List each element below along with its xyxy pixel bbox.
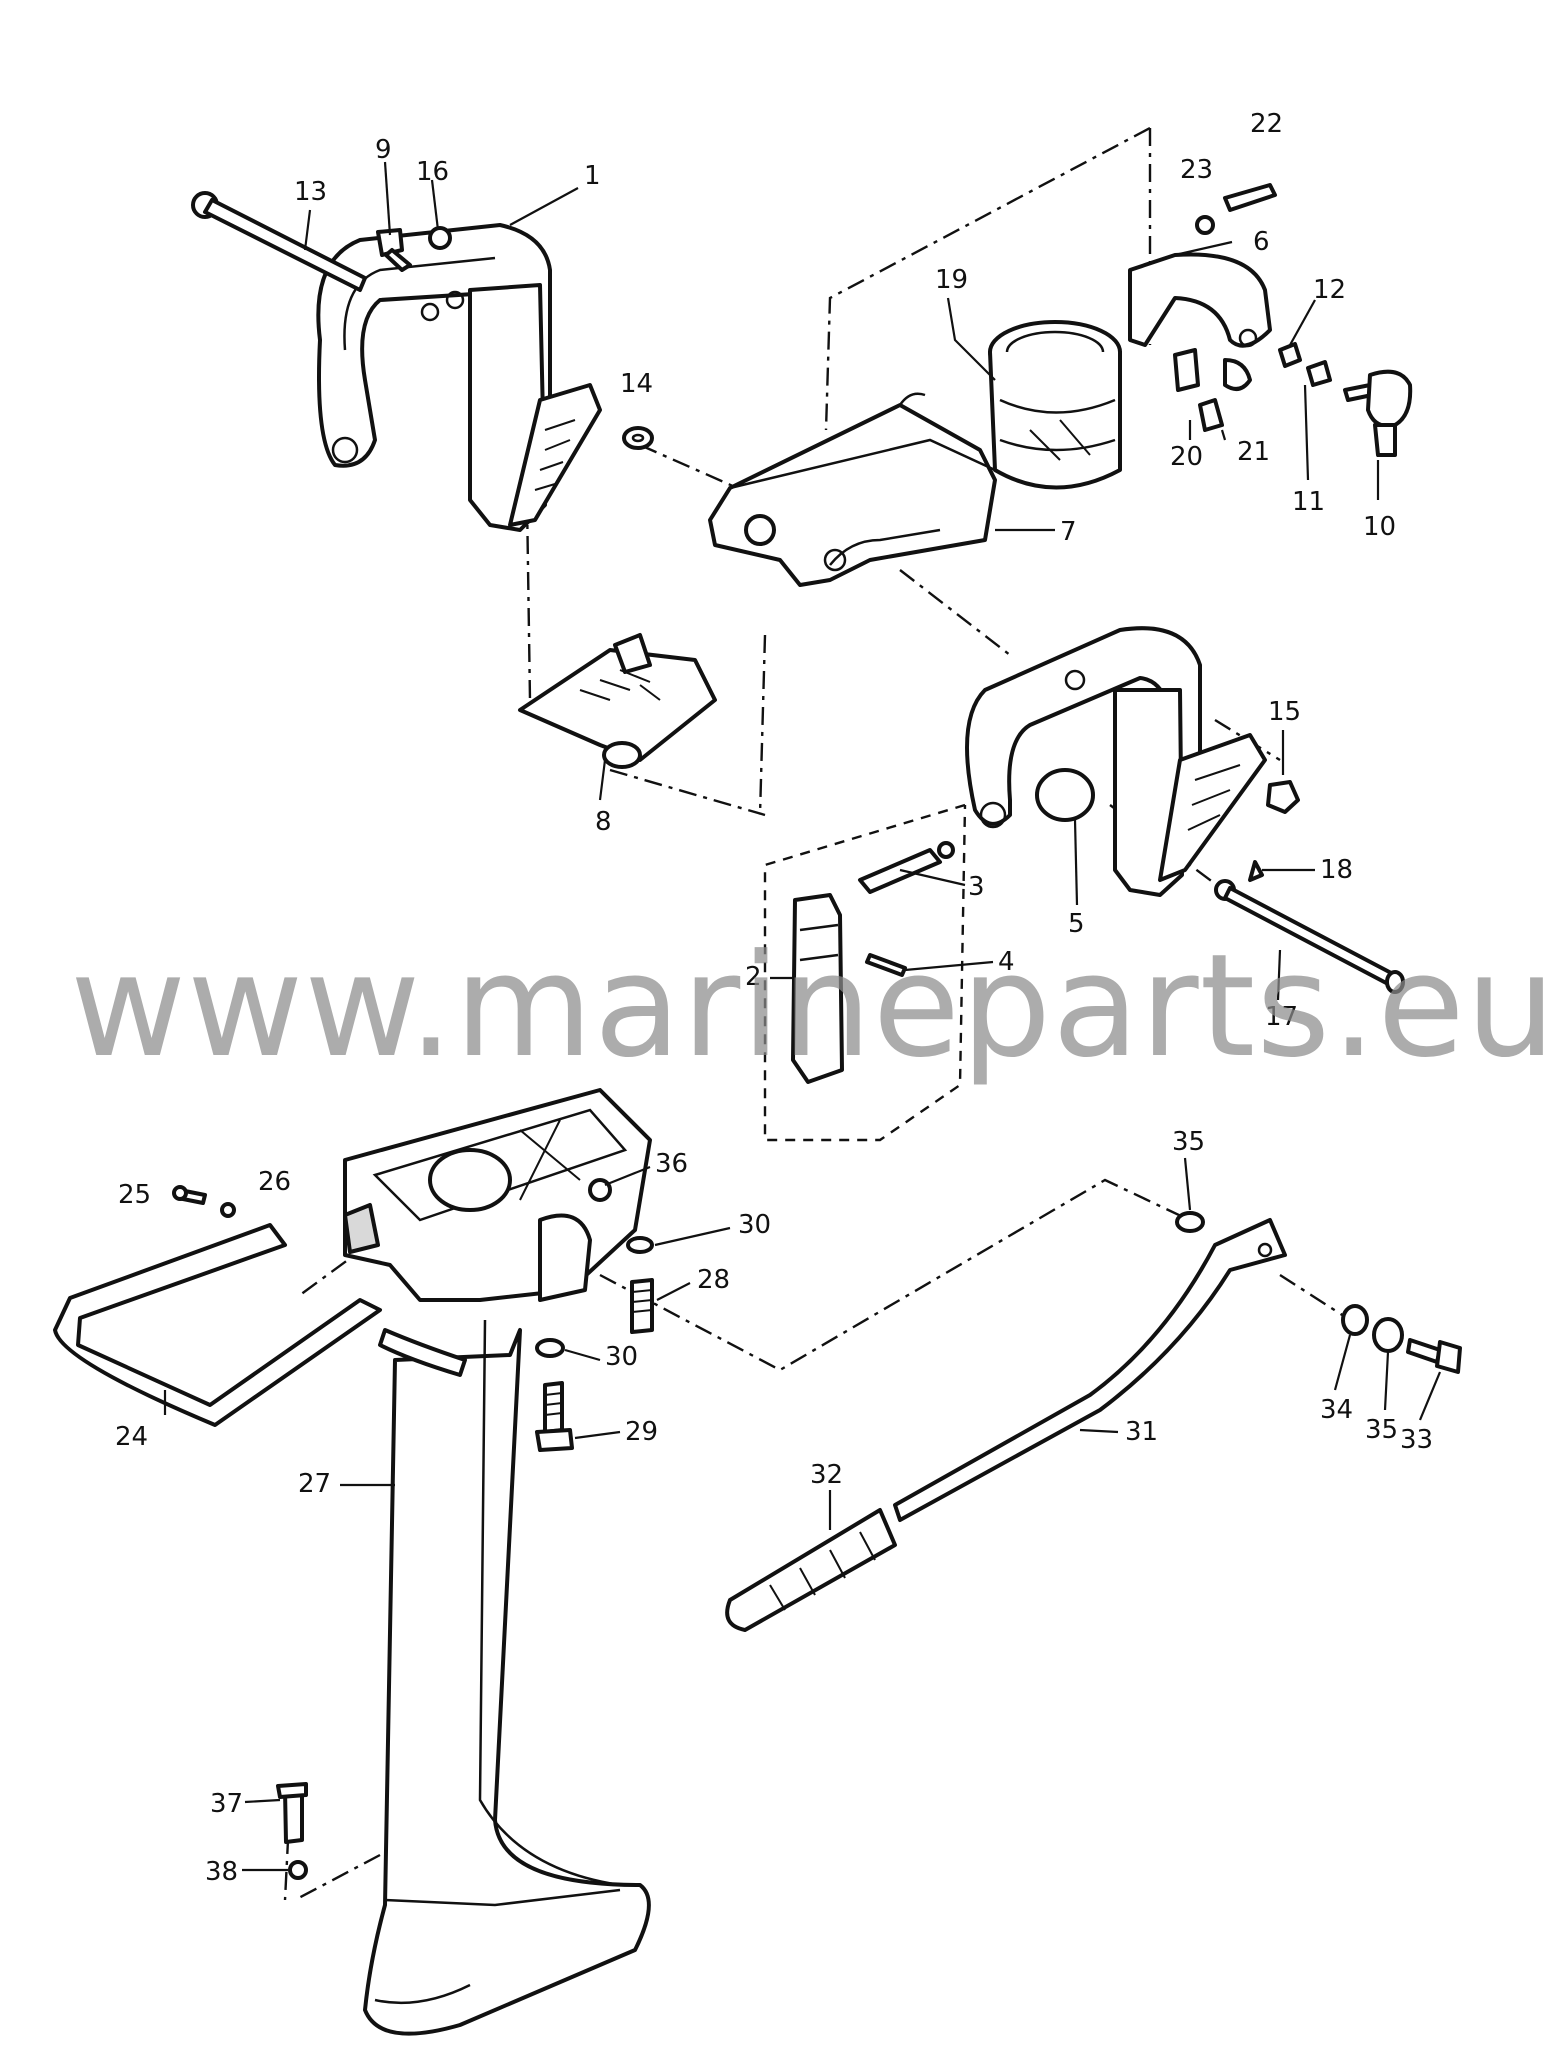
callout-24: 24	[115, 1422, 148, 1452]
part-7-swivel-bracket	[708, 392, 997, 587]
part-25-screw	[172, 1185, 207, 1205]
part-26-washer	[220, 1202, 236, 1218]
callout-38: 38	[205, 1857, 238, 1887]
part-3-spring-pin	[858, 841, 955, 894]
part-35-washer-upper	[1175, 1211, 1205, 1233]
callout-2: 2	[745, 962, 762, 992]
part-37-screw	[276, 1782, 308, 1844]
part-4-pin	[865, 953, 907, 977]
clamp-bracket-right	[965, 626, 1267, 897]
part-31-tiller-arm	[893, 1218, 1287, 1522]
part-29-bolt	[535, 1381, 574, 1452]
callout-32: 32	[810, 1460, 843, 1490]
callout-30-upper: 30	[738, 1210, 771, 1240]
part-18-pin	[1248, 860, 1264, 882]
part-19-steering-tube	[988, 320, 1122, 490]
callout-33: 33	[1400, 1425, 1433, 1455]
part-30-washer-upper	[626, 1236, 654, 1254]
part-30-washer-lower	[535, 1338, 565, 1358]
callout-18: 18	[1320, 855, 1353, 885]
callout-6: 6	[1253, 227, 1270, 257]
callout-1: 1	[584, 161, 601, 191]
part-1-clamp-bracket	[316, 223, 602, 532]
callout-19: 19	[935, 265, 968, 295]
callout-36: 36	[655, 1149, 688, 1179]
watermark-text: www.marineparts.eu	[70, 924, 1552, 1089]
part-24-carry-handle	[53, 1223, 382, 1427]
part-13-pivot-bolt	[191, 191, 367, 292]
callout-28: 28	[697, 1265, 730, 1295]
part-38-nut	[288, 1860, 308, 1880]
callout-22: 22	[1250, 109, 1283, 139]
callout-30-lower: 30	[605, 1342, 638, 1372]
part-20-block	[1173, 348, 1200, 392]
part-16-nut	[428, 226, 452, 250]
part-6-steering-clamp	[1128, 252, 1272, 391]
callout-35-upper: 35	[1172, 1127, 1205, 1157]
callout-8: 8	[595, 807, 612, 837]
callout-27: 27	[298, 1469, 331, 1499]
part-17-bolt	[1214, 879, 1405, 994]
part-2-lock-block	[791, 893, 844, 1084]
part-9-bolt	[376, 228, 412, 272]
part-22-screw	[1223, 183, 1277, 212]
callout-9: 9	[375, 135, 392, 165]
callout-21: 21	[1237, 437, 1270, 467]
part-5-disc	[1035, 768, 1095, 822]
part-32-grip	[725, 1508, 897, 1632]
leader-lines	[163, 161, 1442, 1872]
part-28-bolt	[630, 1278, 654, 1334]
part-27-drive-shaft-housing	[343, 1088, 652, 2036]
callout-16: 16	[416, 157, 449, 187]
part-15-nut	[1266, 780, 1300, 814]
callout-23: 23	[1180, 155, 1213, 185]
part-11-pin	[1306, 360, 1332, 387]
callout-35-lower: 35	[1365, 1415, 1398, 1445]
callout-29: 29	[625, 1417, 658, 1447]
callout-15: 15	[1268, 697, 1301, 727]
part-21-block	[1198, 398, 1224, 432]
callout-34: 34	[1320, 1395, 1353, 1425]
part-33-bolt	[1406, 1338, 1462, 1374]
part-34-washer	[1341, 1304, 1369, 1336]
callout-26: 26	[258, 1167, 291, 1197]
callout-17: 17	[1265, 1002, 1298, 1032]
callout-13: 13	[294, 177, 327, 207]
part-36-plug	[588, 1178, 612, 1202]
part-12-spring	[1278, 342, 1302, 368]
callout-10: 10	[1363, 512, 1396, 542]
callout-37: 37	[210, 1789, 243, 1819]
callout-7: 7	[1060, 517, 1077, 547]
part-35-washer-lower	[1372, 1317, 1404, 1353]
part-8-thrust-plate	[518, 633, 717, 769]
callout-20: 20	[1170, 442, 1203, 472]
callout-31: 31	[1125, 1417, 1158, 1447]
part-23-washer	[1195, 215, 1215, 235]
callout-11: 11	[1292, 487, 1325, 517]
part-10-thumb-screw	[1343, 369, 1413, 457]
callout-12: 12	[1313, 275, 1346, 305]
callout-3: 3	[968, 872, 985, 902]
callout-25: 25	[118, 1180, 151, 1210]
part-14-washer	[622, 426, 654, 450]
callout-labels: 1 9 16 13 19 22 23 6 12 14 20 21 11 10 7…	[115, 109, 1433, 1887]
callout-5: 5	[1068, 909, 1085, 939]
callout-4: 4	[998, 947, 1015, 977]
callout-14: 14	[620, 369, 653, 399]
